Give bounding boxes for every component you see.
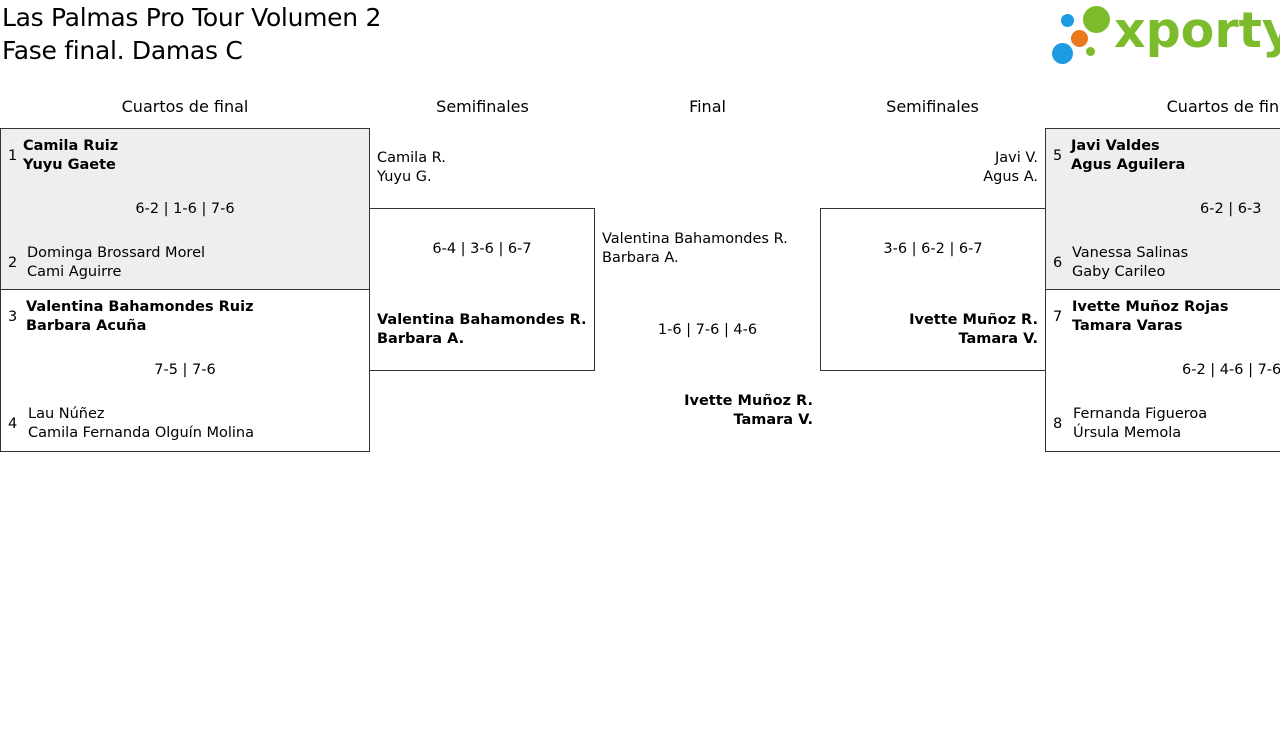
seed-number: 1: [8, 148, 18, 164]
match-score: 6-2 | 6-3: [1200, 201, 1262, 217]
seed-number: 6: [1053, 255, 1063, 271]
column-header-qf-left: Cuartos de final: [121, 97, 249, 116]
seed-number: 3: [8, 309, 18, 325]
logo-dot-blue-small-icon: [1061, 14, 1074, 27]
player-name: Yuyu Gaete: [23, 157, 116, 173]
player-name: Úrsula Memola: [1073, 425, 1182, 441]
logo-text: xporty: [1114, 2, 1280, 59]
seed-number: 7: [1053, 309, 1063, 325]
page-subtitle: Fase final. Damas C: [2, 36, 243, 65]
match-score: 3-6 | 6-2 | 6-7: [883, 241, 983, 257]
logo-dot-orange-icon: [1071, 30, 1088, 47]
player-name: Vanessa Salinas: [1072, 245, 1189, 261]
player-name: Javi V.: [994, 150, 1038, 166]
player-name: Fernanda Figueroa: [1073, 406, 1208, 422]
column-header-final: Final: [689, 97, 726, 116]
match-score: 7-5 | 7-6: [154, 362, 216, 378]
match-score: 1-6 | 7-6 | 4-6: [657, 322, 758, 338]
player-name: Camila R.: [377, 150, 446, 166]
match-qf-left-1[interactable]: 1 Camila Ruiz Yuyu Gaete 6-2 | 1-6 | 7-6…: [0, 128, 370, 290]
player-name: Barbara Acuña: [26, 318, 147, 334]
column-header-qf-right: Cuartos de final: [1166, 97, 1280, 116]
player-name: Dominga Brossard Morel: [27, 245, 206, 261]
player-name: Ivette Muñoz R.: [684, 393, 813, 409]
player-name: Gaby Carileo: [1072, 264, 1166, 280]
logo-dot-green-small-icon: [1086, 47, 1095, 56]
player-name: Barbara A.: [377, 331, 465, 347]
match-qf-right-1[interactable]: 5 Javi Valdes Agus Aguilera 6-2 | 6-3 6 …: [1045, 128, 1280, 290]
column-header-sf-right: Semifinales: [886, 97, 979, 116]
player-name: Agus A.: [983, 169, 1038, 185]
player-name: Lau Núñez: [28, 406, 105, 422]
player-name: Ivette Muñoz Rojas: [1072, 299, 1229, 315]
player-name: Tamara V.: [958, 331, 1038, 347]
player-name: Javi Valdes: [1071, 138, 1160, 154]
player-name: Camila Ruiz: [23, 138, 119, 154]
seed-number: 2: [8, 255, 18, 271]
page-title: Las Palmas Pro Tour Volumen 2: [2, 3, 382, 32]
player-name: Valentina Bahamondes Ruiz: [26, 299, 254, 315]
logo-dot-blue-icon: [1052, 43, 1073, 64]
match-qf-left-2[interactable]: 3 Valentina Bahamondes Ruiz Barbara Acuñ…: [0, 289, 370, 452]
logo-dot-green-icon: [1083, 6, 1110, 33]
player-name: Tamara V.: [733, 412, 813, 428]
player-name: Camila Fernanda Olguín Molina: [28, 425, 255, 441]
match-score: 6-2 | 1-6 | 7-6: [135, 201, 235, 217]
match-sf-right[interactable]: 3-6 | 6-2 | 6-7 Ivette Muñoz R. Tamara V…: [820, 208, 1046, 371]
player-name: Ivette Muñoz R.: [909, 312, 1038, 328]
player-name: Cami Aguirre: [27, 264, 122, 280]
match-final[interactable]: Valentina Bahamondes R. Barbara A. 1-6 |…: [595, 208, 820, 452]
xporty-logo[interactable]: xporty: [1052, 2, 1280, 66]
player-name: Barbara A.: [602, 250, 679, 266]
column-header-sf-left: Semifinales: [436, 97, 529, 116]
seed-number: 5: [1053, 148, 1063, 164]
player-name: Valentina Bahamondes R.: [602, 231, 788, 247]
player-name: Yuyu G.: [377, 169, 432, 185]
seed-number: 8: [1053, 416, 1063, 432]
match-score: 6-2 | 4-6 | 7-6: [1182, 362, 1280, 378]
match-sf-left[interactable]: 6-4 | 3-6 | 6-7 Valentina Bahamondes R. …: [369, 208, 595, 371]
seed-number: 4: [8, 416, 18, 432]
match-score: 6-4 | 3-6 | 6-7: [432, 241, 532, 257]
player-name: Agus Aguilera: [1071, 157, 1186, 173]
match-qf-right-2[interactable]: 7 Ivette Muñoz Rojas Tamara Varas 6-2 | …: [1045, 289, 1280, 452]
player-name: Valentina Bahamondes R.: [377, 312, 587, 328]
player-name: Tamara Varas: [1072, 318, 1183, 334]
